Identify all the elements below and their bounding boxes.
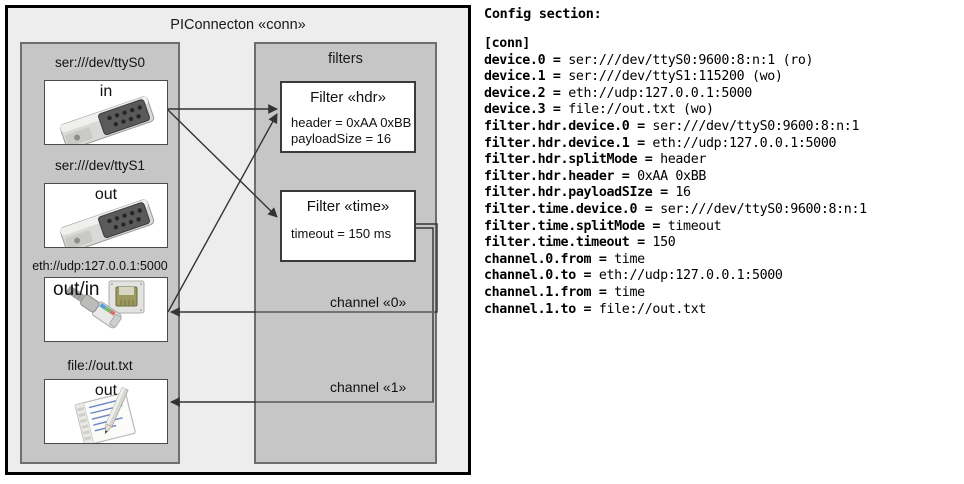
config-line: channel.1.to = file://out.txt	[484, 302, 960, 319]
config-line: [conn]	[484, 36, 960, 53]
config-key: channel.1.to =	[484, 301, 599, 317]
config-value: time	[614, 251, 645, 267]
device-label-eth: eth://udp:127.0.0.1:5000	[32, 259, 168, 273]
config-key: filter.hdr.payloadSIze =	[484, 185, 676, 201]
frame-title: PIConnecton «conn»	[170, 17, 306, 33]
config-line: device.3 = file://out.txt (wo)	[484, 102, 960, 119]
filters-panel-title: filters	[328, 51, 363, 67]
device-label-ser-ttyS0: ser:///dev/ttyS0	[54, 55, 146, 70]
device-label-ser-ttyS1: ser:///dev/ttyS1	[54, 158, 146, 173]
filter-box-hdr[interactable]: Filter «hdr» header = 0xAA 0xBB payloadS…	[280, 81, 416, 153]
channel-label-0: channel «0»	[330, 294, 407, 310]
config-value: 150	[652, 235, 676, 251]
config-line: filter.hdr.device.1 = eth://udp:127.0.0.…	[484, 136, 960, 153]
device-tag-in: in	[99, 83, 113, 100]
config-value: eth://udp:127.0.0.1:5000	[598, 268, 783, 284]
config-value: 0xAA 0xBB	[637, 168, 707, 184]
filter-time-title: Filter «time»	[306, 198, 390, 215]
config-line: filter.hdr.payloadSIze = 16	[484, 185, 960, 202]
config-lines: [conn]device.0 = ser:///dev/ttyS0:9600:8…	[484, 36, 960, 318]
config-value: ser:///dev/ttyS0:9600:8:n:1	[652, 118, 860, 134]
config-line: device.0 = ser:///dev/ttyS0:9600:8:n:1 (…	[484, 53, 960, 70]
config-line: filter.time.device.0 = ser:///dev/ttyS0:…	[484, 202, 960, 219]
config-line: filter.hdr.header = 0xAA 0xBB	[484, 169, 960, 186]
config-value: time	[614, 284, 645, 300]
config-key: device.3 =	[484, 102, 569, 118]
filter-hdr-title: Filter «hdr»	[310, 89, 386, 106]
config-key: channel.0.to =	[484, 268, 599, 284]
device-box-ser-ttyS1[interactable]: out	[44, 183, 168, 248]
serial-db9-icon	[45, 184, 167, 247]
config-line: filter.hdr.splitMode = header	[484, 152, 960, 169]
config-line: filter.time.timeout = 150	[484, 235, 960, 252]
config-value: ser:///dev/ttyS1:115200 (wo)	[568, 69, 783, 85]
config-key: device.2 =	[484, 85, 569, 101]
config-key: filter.hdr.device.1 =	[484, 135, 653, 151]
config-key: filter.time.timeout =	[484, 235, 653, 251]
text-file-pencil-icon	[45, 380, 167, 443]
config-key: filter.time.device.0 =	[484, 201, 661, 217]
config-value: header	[660, 152, 707, 168]
device-tag-out-file: out	[94, 382, 118, 399]
config-line: channel.0.from = time	[484, 252, 960, 269]
config-value: file://out.txt (wo)	[568, 102, 714, 118]
device-tag-out: out	[94, 186, 118, 203]
config-line: filter.time.splitMode = timeout	[484, 219, 960, 236]
device-label-file: file://out.txt	[67, 358, 133, 373]
config-line: channel.1.from = time	[484, 285, 960, 302]
config-key: filter.time.splitMode =	[484, 218, 668, 234]
device-box-ser-ttyS0[interactable]: in	[44, 80, 168, 145]
config-line: filter.hdr.device.0 = ser:///dev/ttyS0:9…	[484, 119, 960, 136]
config-key: channel.1.from =	[484, 284, 615, 300]
config-line: channel.0.to = eth://udp:127.0.0.1:5000	[484, 268, 960, 285]
config-key: device.0 =	[484, 52, 569, 68]
config-value: eth://udp:127.0.0.1:5000	[652, 135, 837, 151]
config-value: timeout	[667, 218, 722, 234]
ethernet-rj45-icon	[45, 278, 167, 341]
filter-hdr-prop-header: header = 0xAA 0xBB	[291, 115, 412, 130]
channel-label-1: channel «1»	[330, 379, 407, 395]
filter-time-prop-timeout: timeout = 150 ms	[291, 226, 392, 241]
config-key: filter.hdr.header =	[484, 168, 638, 184]
config-value: file://out.txt	[598, 301, 707, 317]
config-key: [conn]	[484, 36, 530, 51]
config-key: device.1 =	[484, 69, 569, 85]
device-box-file[interactable]: out	[44, 379, 168, 444]
device-box-eth[interactable]: out/in	[44, 277, 168, 342]
config-value: ser:///dev/ttyS0:9600:8:n:1 (ro)	[568, 52, 814, 68]
config-section: Config section: [conn]device.0 = ser:///…	[482, 6, 960, 476]
config-value: 16	[675, 185, 691, 201]
config-key: channel.0.from =	[484, 251, 615, 267]
device-tag-out-in: out/in	[53, 279, 100, 300]
config-value: eth://udp:127.0.0.1:5000	[568, 85, 752, 101]
config-key: filter.hdr.splitMode =	[484, 152, 661, 168]
config-line: device.1 = ser:///dev/ttyS1:115200 (wo)	[484, 69, 960, 86]
config-line: device.2 = eth://udp:127.0.0.1:5000	[484, 86, 960, 103]
filter-hdr-prop-payloadsize: payloadSize = 16	[291, 131, 392, 146]
serial-db9-icon	[45, 81, 167, 144]
config-key: filter.hdr.device.0 =	[484, 118, 653, 134]
filter-box-time[interactable]: Filter «time» timeout = 150 ms	[280, 190, 416, 262]
config-value: ser:///dev/ttyS0:9600:8:n:1	[660, 201, 867, 217]
config-heading: Config section:	[484, 6, 602, 22]
